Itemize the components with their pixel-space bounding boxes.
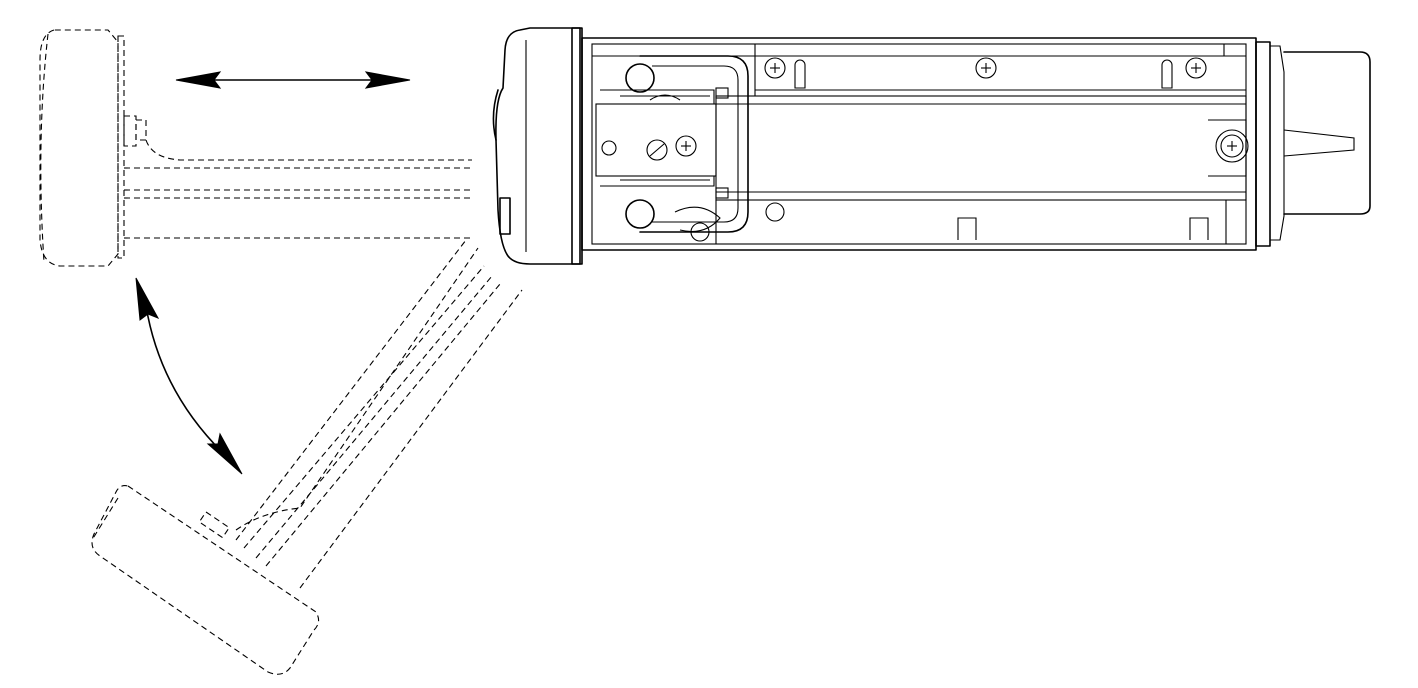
screw-icon [1215,129,1249,163]
latch-bracket [639,55,749,233]
latch-upper-clip [600,89,715,104]
latch-knob-top [625,63,655,93]
chassis-outer [581,37,1257,251]
control-head-plug [123,115,137,147]
rear-screw-boss [1208,119,1247,177]
bottom-hole [765,202,785,222]
screw-icon [1185,57,1207,79]
bottom-plate [715,199,1246,244]
slot-mark [649,143,665,157]
latch-slotted-screw [646,139,668,161]
swivel-head-body [91,485,320,675]
swivel-cable-0 [235,247,479,531]
rear-connector [1283,51,1371,215]
control-head-swiveled-position [91,239,523,675]
swivel-cable-4 [299,289,523,589]
latch-small-hole [601,140,617,156]
bottom-tab-2 [1189,217,1209,240]
latch-lower-clip [600,176,715,187]
latch-notch-bottom [715,187,729,199]
bottom-tab-1 [957,217,977,240]
swivel-cable-1 [243,265,485,549]
swivel-cable-3 [265,283,501,567]
latch-knob-bottom [625,199,655,229]
rear-flange-lip [1270,45,1285,241]
top-slot [794,59,806,89]
control-head-flange [117,35,125,259]
latch-roller-top [649,94,681,101]
rear-tab [1283,129,1355,157]
control-head-side [40,33,49,263]
bezel-connector [499,197,511,235]
center-rail [715,95,1247,201]
rear-flange [1255,41,1271,247]
chassis-inner [591,43,1247,245]
top-slot-2 [1161,59,1173,89]
swivel-head-plug [198,511,230,539]
main-unit-body [492,27,1371,265]
latch-notch-top [715,87,729,99]
control-head-body [39,29,119,267]
swivel-cable-5 [235,239,467,541]
rotation-arc-arrow [135,277,243,475]
bezel-knob [492,89,499,141]
arrow-left-head [175,71,222,89]
cable-upper [145,139,472,161]
screw-icon [675,135,697,157]
swivel-head-edge [91,497,119,541]
arc-top-head [135,277,160,321]
front-bezel [495,27,581,265]
control-head-detached-position [39,29,472,267]
screw-icon [975,57,997,79]
arc-bottom-head [206,432,243,475]
linear-slide-arrow [175,71,411,89]
swivel-cable-2 [255,275,493,559]
arrow-right-head [364,71,411,89]
latch-bracket-inner [652,65,739,223]
latch-plate [595,103,717,177]
control-head-plug-2 [135,119,147,141]
screw-icon [764,57,786,79]
phillips-screws [675,57,1249,163]
latch-foot [690,222,710,242]
latch-roller-bottom [674,206,721,233]
